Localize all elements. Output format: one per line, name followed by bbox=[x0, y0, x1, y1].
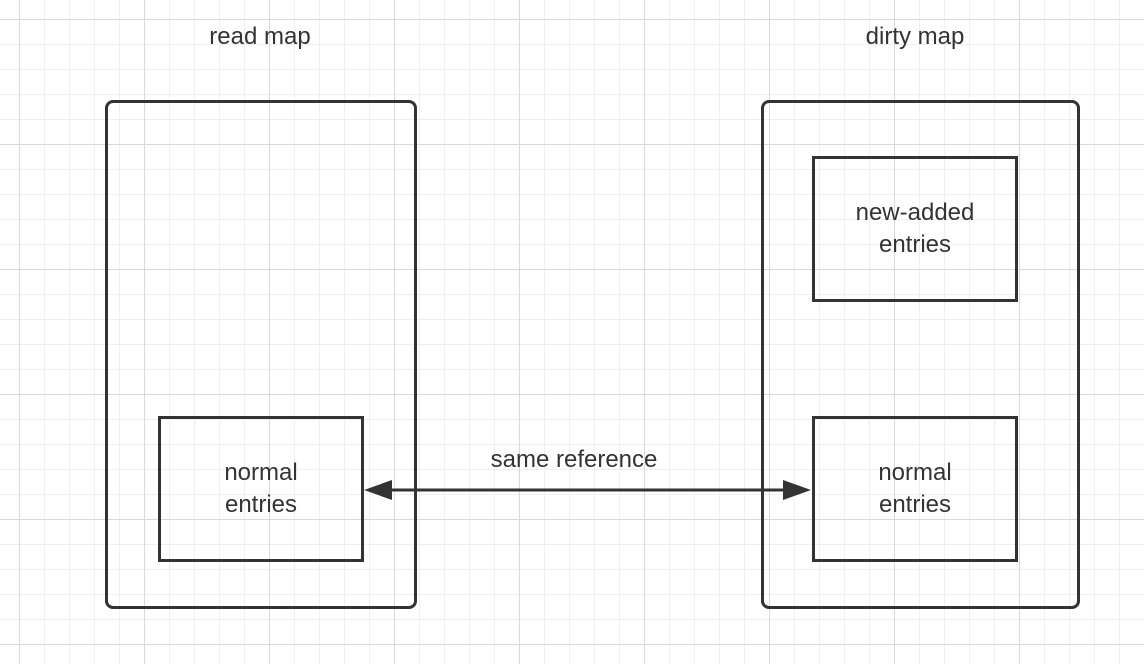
read-map-normal-entries-line1: normal bbox=[224, 459, 298, 486]
read-map-normal-entries-line2: entries bbox=[224, 491, 298, 518]
arrow-head-left bbox=[364, 480, 392, 500]
read-map-normal-entries: normal entries bbox=[158, 416, 364, 562]
dirty-map-new-added-entries: new-added entries bbox=[812, 156, 1018, 302]
dirty-map-new-added-entries-line1: new-added bbox=[855, 199, 975, 226]
dirty-map-normal-entries-line1: normal bbox=[878, 459, 952, 486]
dirty-map-normal-entries: normal entries bbox=[812, 416, 1018, 562]
connector-label: same reference bbox=[490, 446, 658, 473]
dirty-map-title: dirty map bbox=[865, 23, 965, 50]
dirty-map-container bbox=[761, 100, 1080, 609]
arrow-head-right bbox=[783, 480, 811, 500]
read-map-container bbox=[105, 100, 417, 609]
dirty-map-new-added-entries-line2: entries bbox=[878, 231, 952, 258]
dirty-map-normal-entries-line2: entries bbox=[878, 491, 952, 518]
read-map-title: read map bbox=[209, 23, 311, 50]
